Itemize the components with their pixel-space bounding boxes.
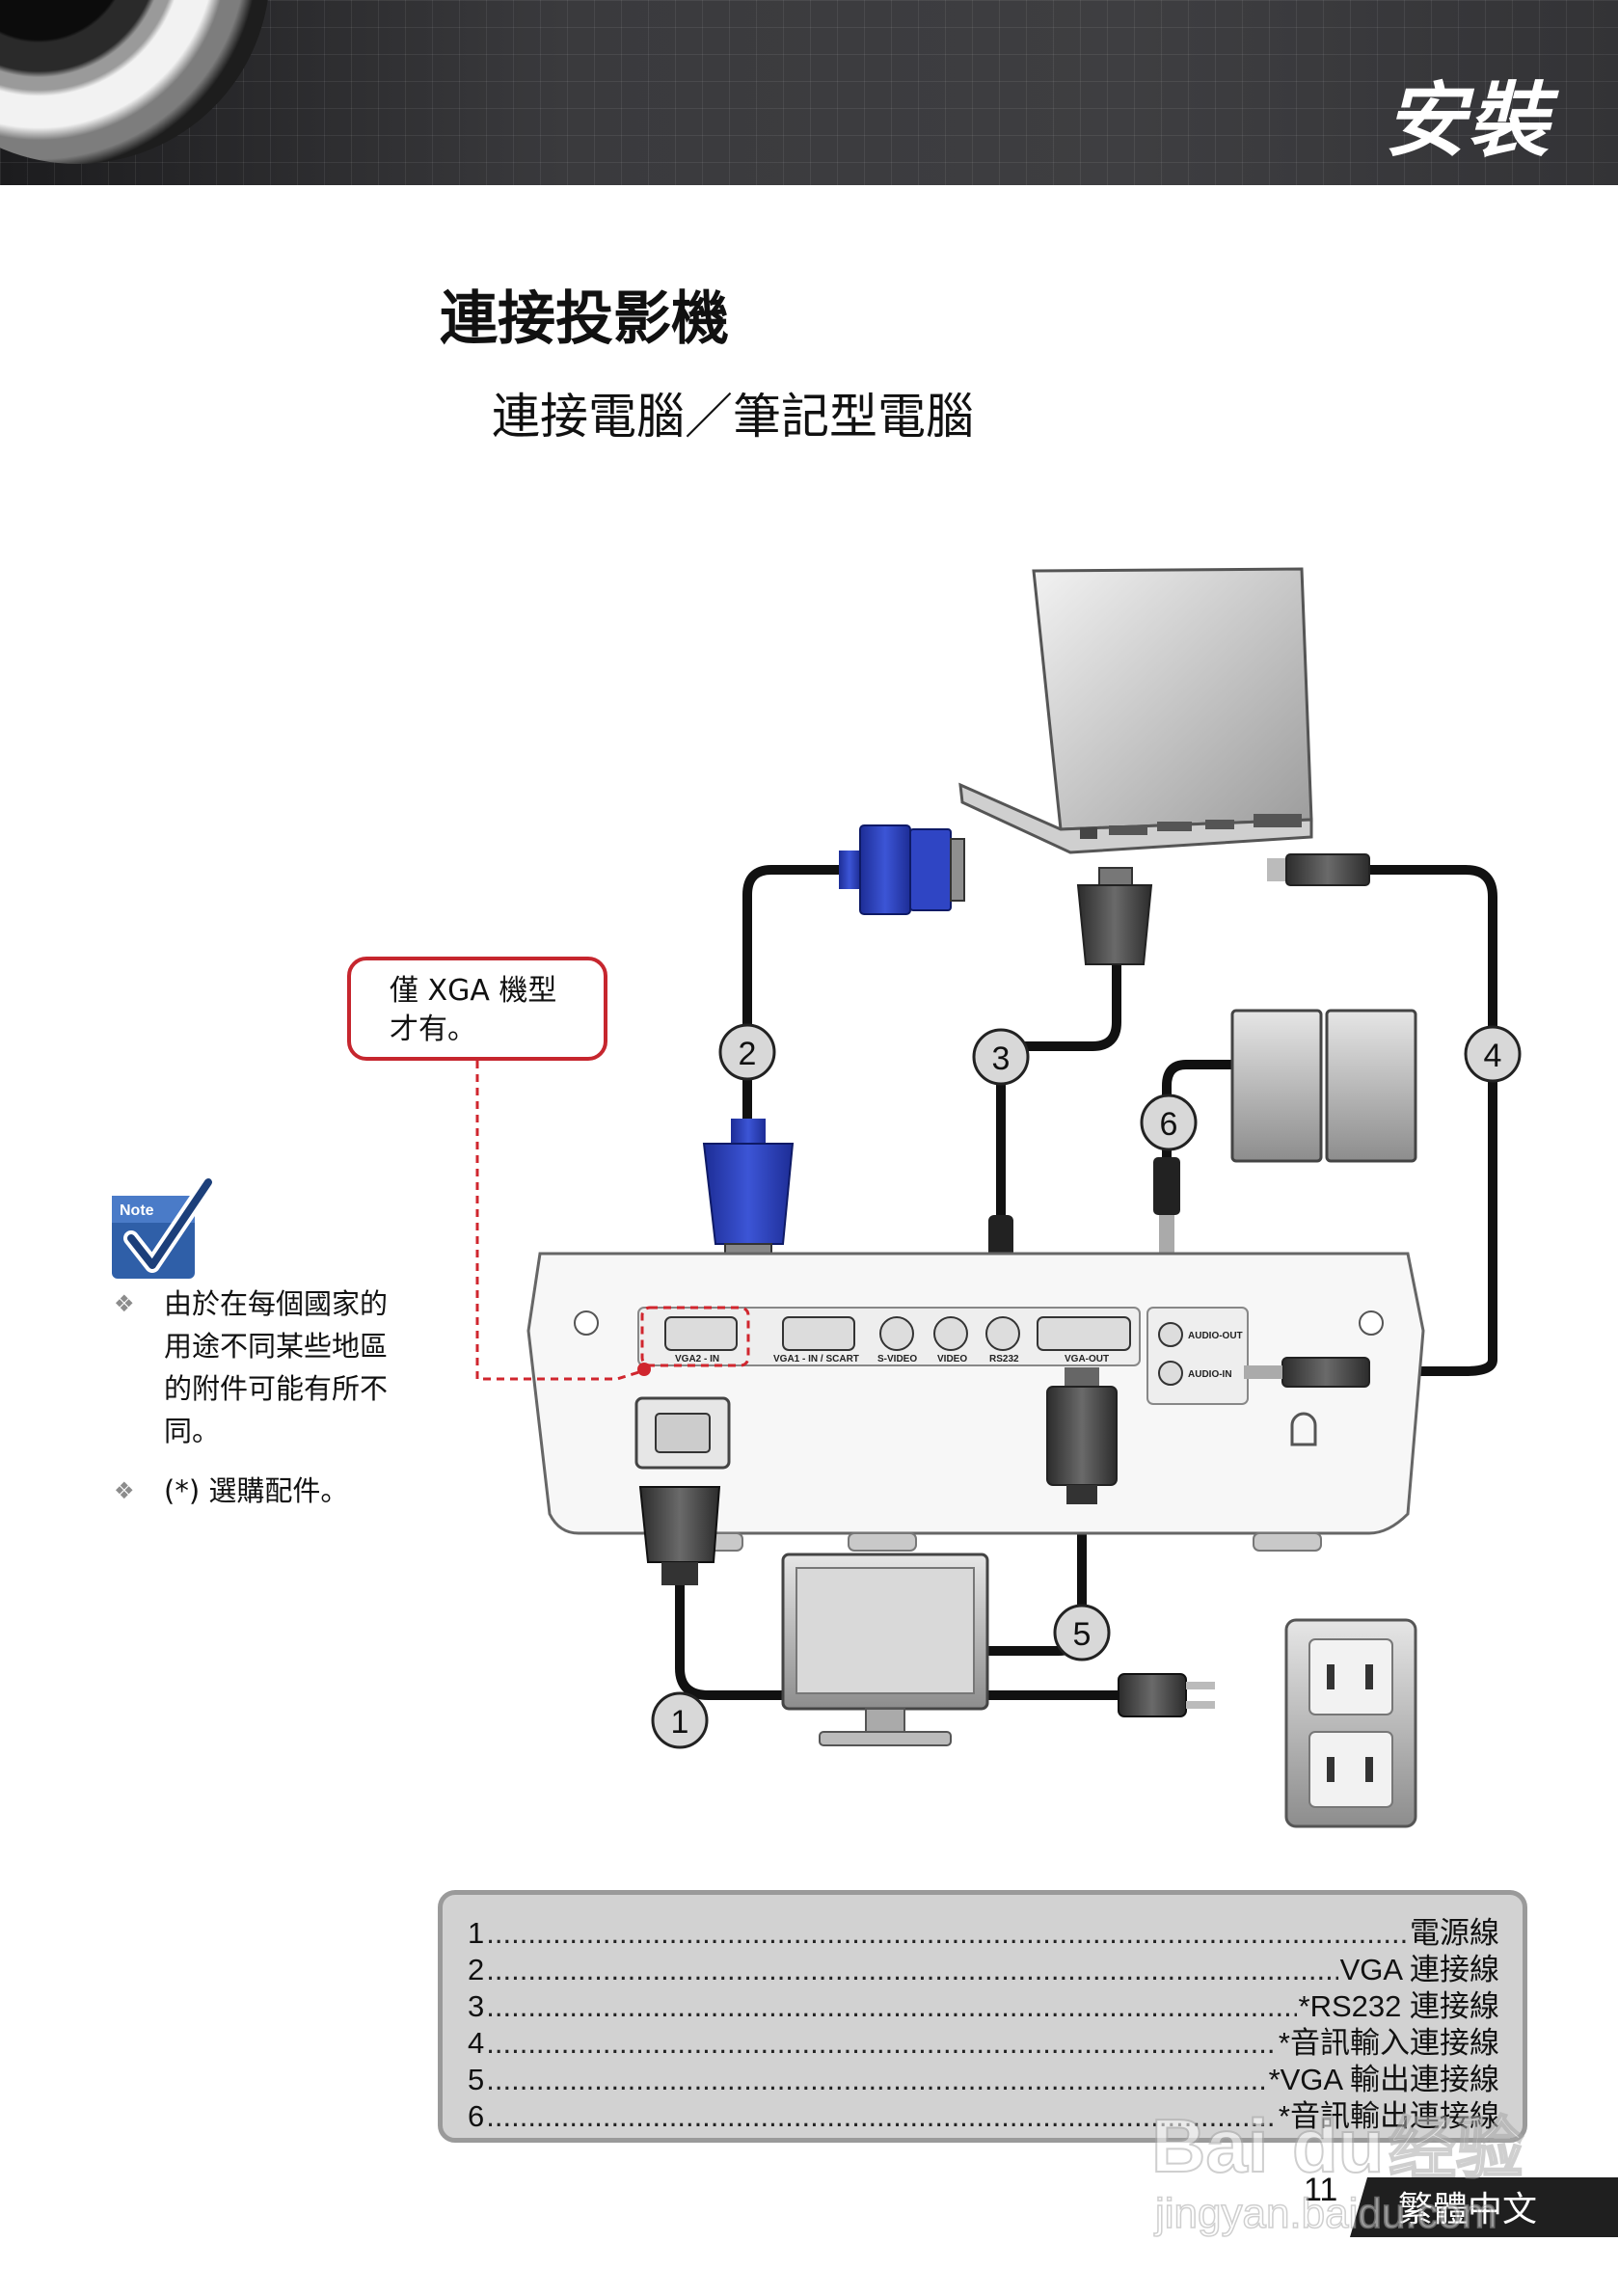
note-item: ❖ (*) 選購配件。: [112, 1470, 401, 1512]
port-label-vga-out: VGA-OUT: [1065, 1354, 1109, 1364]
projector-rear-panel: VGA2 - IN VGA1 - IN / SCART S-VIDEO VIDE…: [526, 1252, 1425, 1552]
watermark-url: jingyan.baidu.com: [1153, 2190, 1497, 2237]
port-label-rs232: RS232: [989, 1354, 1019, 1364]
diamond-bullet-icon: ❖: [114, 1477, 135, 1504]
callout-leader: [475, 1061, 651, 1381]
svg-text:3: 3: [992, 1040, 1011, 1077]
watermark-brand-suffix: du: [1292, 2103, 1384, 2188]
legend-number: 2: [468, 1953, 485, 1986]
svg-text:4: 4: [1484, 1038, 1502, 1074]
legend-label: *RS232 連接線: [1298, 1989, 1499, 2023]
audio-plug-projector-in: [1244, 1357, 1370, 1388]
port-label-vga1-in: VGA1 - IN / SCART: [773, 1354, 859, 1364]
laptop-vga-connector: [839, 824, 965, 915]
cable-legend: 1 電源線 2 VGA 連接線 3 *RS232 連接線 4 *音訊輸入連接線 …: [438, 1890, 1527, 2143]
legend-label: *音訊輸出連接線: [1278, 2099, 1499, 2133]
section-title: 安裝: [1384, 73, 1551, 168]
cable-number-badges: 2 3 4 6 5 1: [651, 1023, 1522, 1749]
footer-bar: [1350, 2177, 1618, 2237]
wall-plug: [1118, 1673, 1215, 1717]
watermark-brand-cn: 经验: [1389, 2109, 1524, 2188]
checkmark-note-icon: Note: [112, 1176, 214, 1279]
legend-number: 4: [468, 2026, 485, 2060]
rs232-connector-laptop: [1076, 867, 1153, 965]
port-label-audio-out: AUDIO-OUT: [1188, 1331, 1243, 1341]
page-title: 連接投影機: [440, 285, 729, 353]
speakers-illustration: [1230, 1009, 1417, 1163]
legend-number: 5: [468, 2063, 485, 2096]
cable-badge-2: 2: [718, 1023, 776, 1081]
legend-row: 4 *音訊輸入連接線: [468, 2018, 1499, 2060]
legend-number: 1: [468, 1916, 485, 1950]
legend-row: 1 電源線: [468, 1908, 1499, 1950]
note-item: ❖ 由於在每個國家的用途不同某些地區的附件可能有所不同。: [112, 1283, 401, 1452]
legend-leader-dots: [486, 1953, 1337, 1987]
port-label-audio-in: AUDIO-IN: [1188, 1369, 1232, 1380]
projector-vga-connector: [702, 1119, 795, 1258]
connection-diagram: VGA2 - IN VGA1 - IN / SCART S-VIDEO VIDE…: [475, 567, 1522, 1828]
watermark-brand: Bai: [1151, 2103, 1268, 2188]
svg-text:5: 5: [1073, 1616, 1092, 1653]
footer-language: 繁體中文: [1398, 2190, 1538, 2229]
audio-plug-laptop: [1267, 853, 1370, 886]
legend-leader-dots: [486, 1989, 1296, 2024]
audio-plug-projector-out: [1153, 1157, 1180, 1254]
cable-badge-1: 1: [651, 1691, 709, 1749]
cable-badge-6: 6: [1140, 1094, 1198, 1151]
power-cord-plug: [638, 1486, 721, 1585]
legend-label: VGA 連接線: [1339, 1953, 1499, 1986]
port-label-vga2-in: VGA2 - IN: [675, 1354, 719, 1364]
legend-row: 2 VGA 連接線: [468, 1945, 1499, 1986]
legend-number: 3: [468, 1989, 485, 2023]
port-label-s-video: S-VIDEO: [877, 1354, 917, 1364]
note-label: Note: [120, 1202, 154, 1219]
header-banner: 安裝: [0, 0, 1618, 185]
legend-label: *音訊輸入連接線: [1278, 2026, 1499, 2060]
svg-text:2: 2: [739, 1036, 757, 1072]
legend-label: 電源線: [1410, 1916, 1499, 1950]
note-text: (*) 選購配件。: [164, 1474, 349, 1507]
monitor-illustration: [781, 1553, 989, 1746]
laptop-illustration: [958, 567, 1313, 854]
svg-text:1: 1: [671, 1704, 689, 1741]
diamond-bullet-icon: ❖: [114, 1290, 135, 1317]
legend-row: 3 *RS232 連接線: [468, 1982, 1499, 2023]
legend-label: *VGA 輸出連接線: [1268, 2063, 1499, 2096]
page-number: 11: [1304, 2172, 1338, 2208]
legend-leader-dots: [486, 2026, 1277, 2061]
baidu-watermark: Bai du 经验 jingyan.baidu.com: [1150, 2102, 1524, 2238]
note-text: 由於在每個國家的用途不同某些地區的附件可能有所不同。: [164, 1287, 389, 1447]
legend-row: 6 *音訊輸出連接線: [468, 2092, 1499, 2133]
callout-line-1: 僅 XGA 機型: [390, 974, 557, 1008]
port-label-video: VIDEO: [937, 1354, 967, 1364]
cable-badge-4: 4: [1464, 1025, 1522, 1083]
wall-outlet: [1284, 1618, 1417, 1828]
projector-lens-graphic: [0, 0, 270, 164]
vga-out-connector: [1046, 1367, 1118, 1504]
cable-badge-5: 5: [1053, 1604, 1111, 1661]
legend-row: 5 *VGA 輸出連接線: [468, 2055, 1499, 2096]
legend-leader-dots: [486, 1916, 1408, 1951]
legend-number: 6: [468, 2099, 485, 2133]
xga-callout: 僅 XGA 機型 才有。: [347, 957, 607, 1061]
page-subtitle: 連接電腦／筆記型電腦: [492, 389, 974, 445]
callout-line-2: 才有。: [390, 1013, 476, 1046]
svg-text:6: 6: [1160, 1106, 1178, 1143]
cable-badge-3: 3: [972, 1028, 1030, 1086]
notes-list: ❖ 由於在每個國家的用途不同某些地區的附件可能有所不同。 ❖ (*) 選購配件。: [112, 1283, 401, 1529]
